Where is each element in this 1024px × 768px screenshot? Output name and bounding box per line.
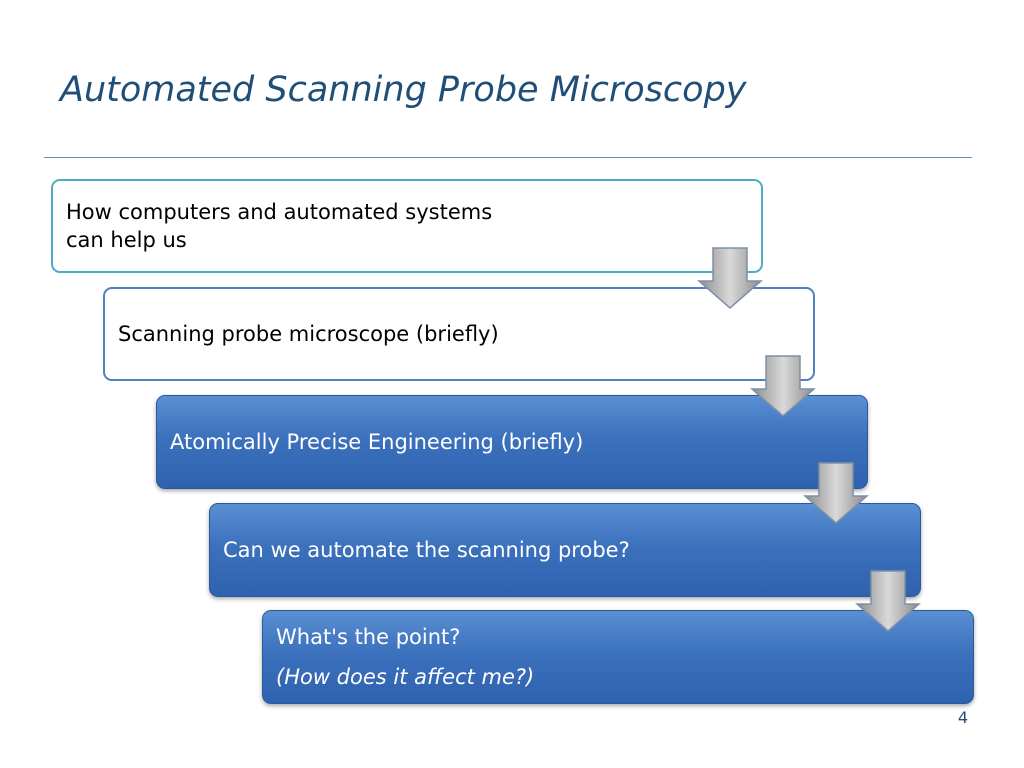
down-arrow-icon bbox=[750, 355, 816, 417]
down-arrow-icon bbox=[803, 462, 869, 524]
step-5-line-2: (How does it affect me?) bbox=[276, 665, 535, 689]
step-box-4: Can we automate the scanning probe? bbox=[209, 503, 921, 597]
step-1-line-1: How computers and automated systems bbox=[66, 200, 493, 224]
page-number: 4 bbox=[957, 708, 968, 727]
step-3-label: Atomically Precise Engineering (briefly) bbox=[170, 430, 584, 454]
step-box-3: Atomically Precise Engineering (briefly) bbox=[156, 395, 868, 489]
down-arrow-icon bbox=[697, 247, 763, 309]
slide-title: Automated Scanning Probe Microscopy bbox=[60, 70, 747, 110]
step-4-label: Can we automate the scanning probe? bbox=[223, 538, 630, 562]
step-5-line-1: What's the point? bbox=[276, 625, 461, 649]
step-box-5: What's the point? (How does it affect me… bbox=[262, 610, 974, 704]
step-box-1: How computers and automated systems can … bbox=[51, 179, 763, 273]
down-arrow-icon bbox=[855, 570, 921, 632]
step-box-2: Scanning probe microscope (briefly) bbox=[103, 287, 815, 381]
step-2-label: Scanning probe microscope (briefly) bbox=[118, 322, 499, 346]
title-divider bbox=[44, 157, 972, 158]
step-1-line-2: can help us bbox=[66, 228, 187, 252]
